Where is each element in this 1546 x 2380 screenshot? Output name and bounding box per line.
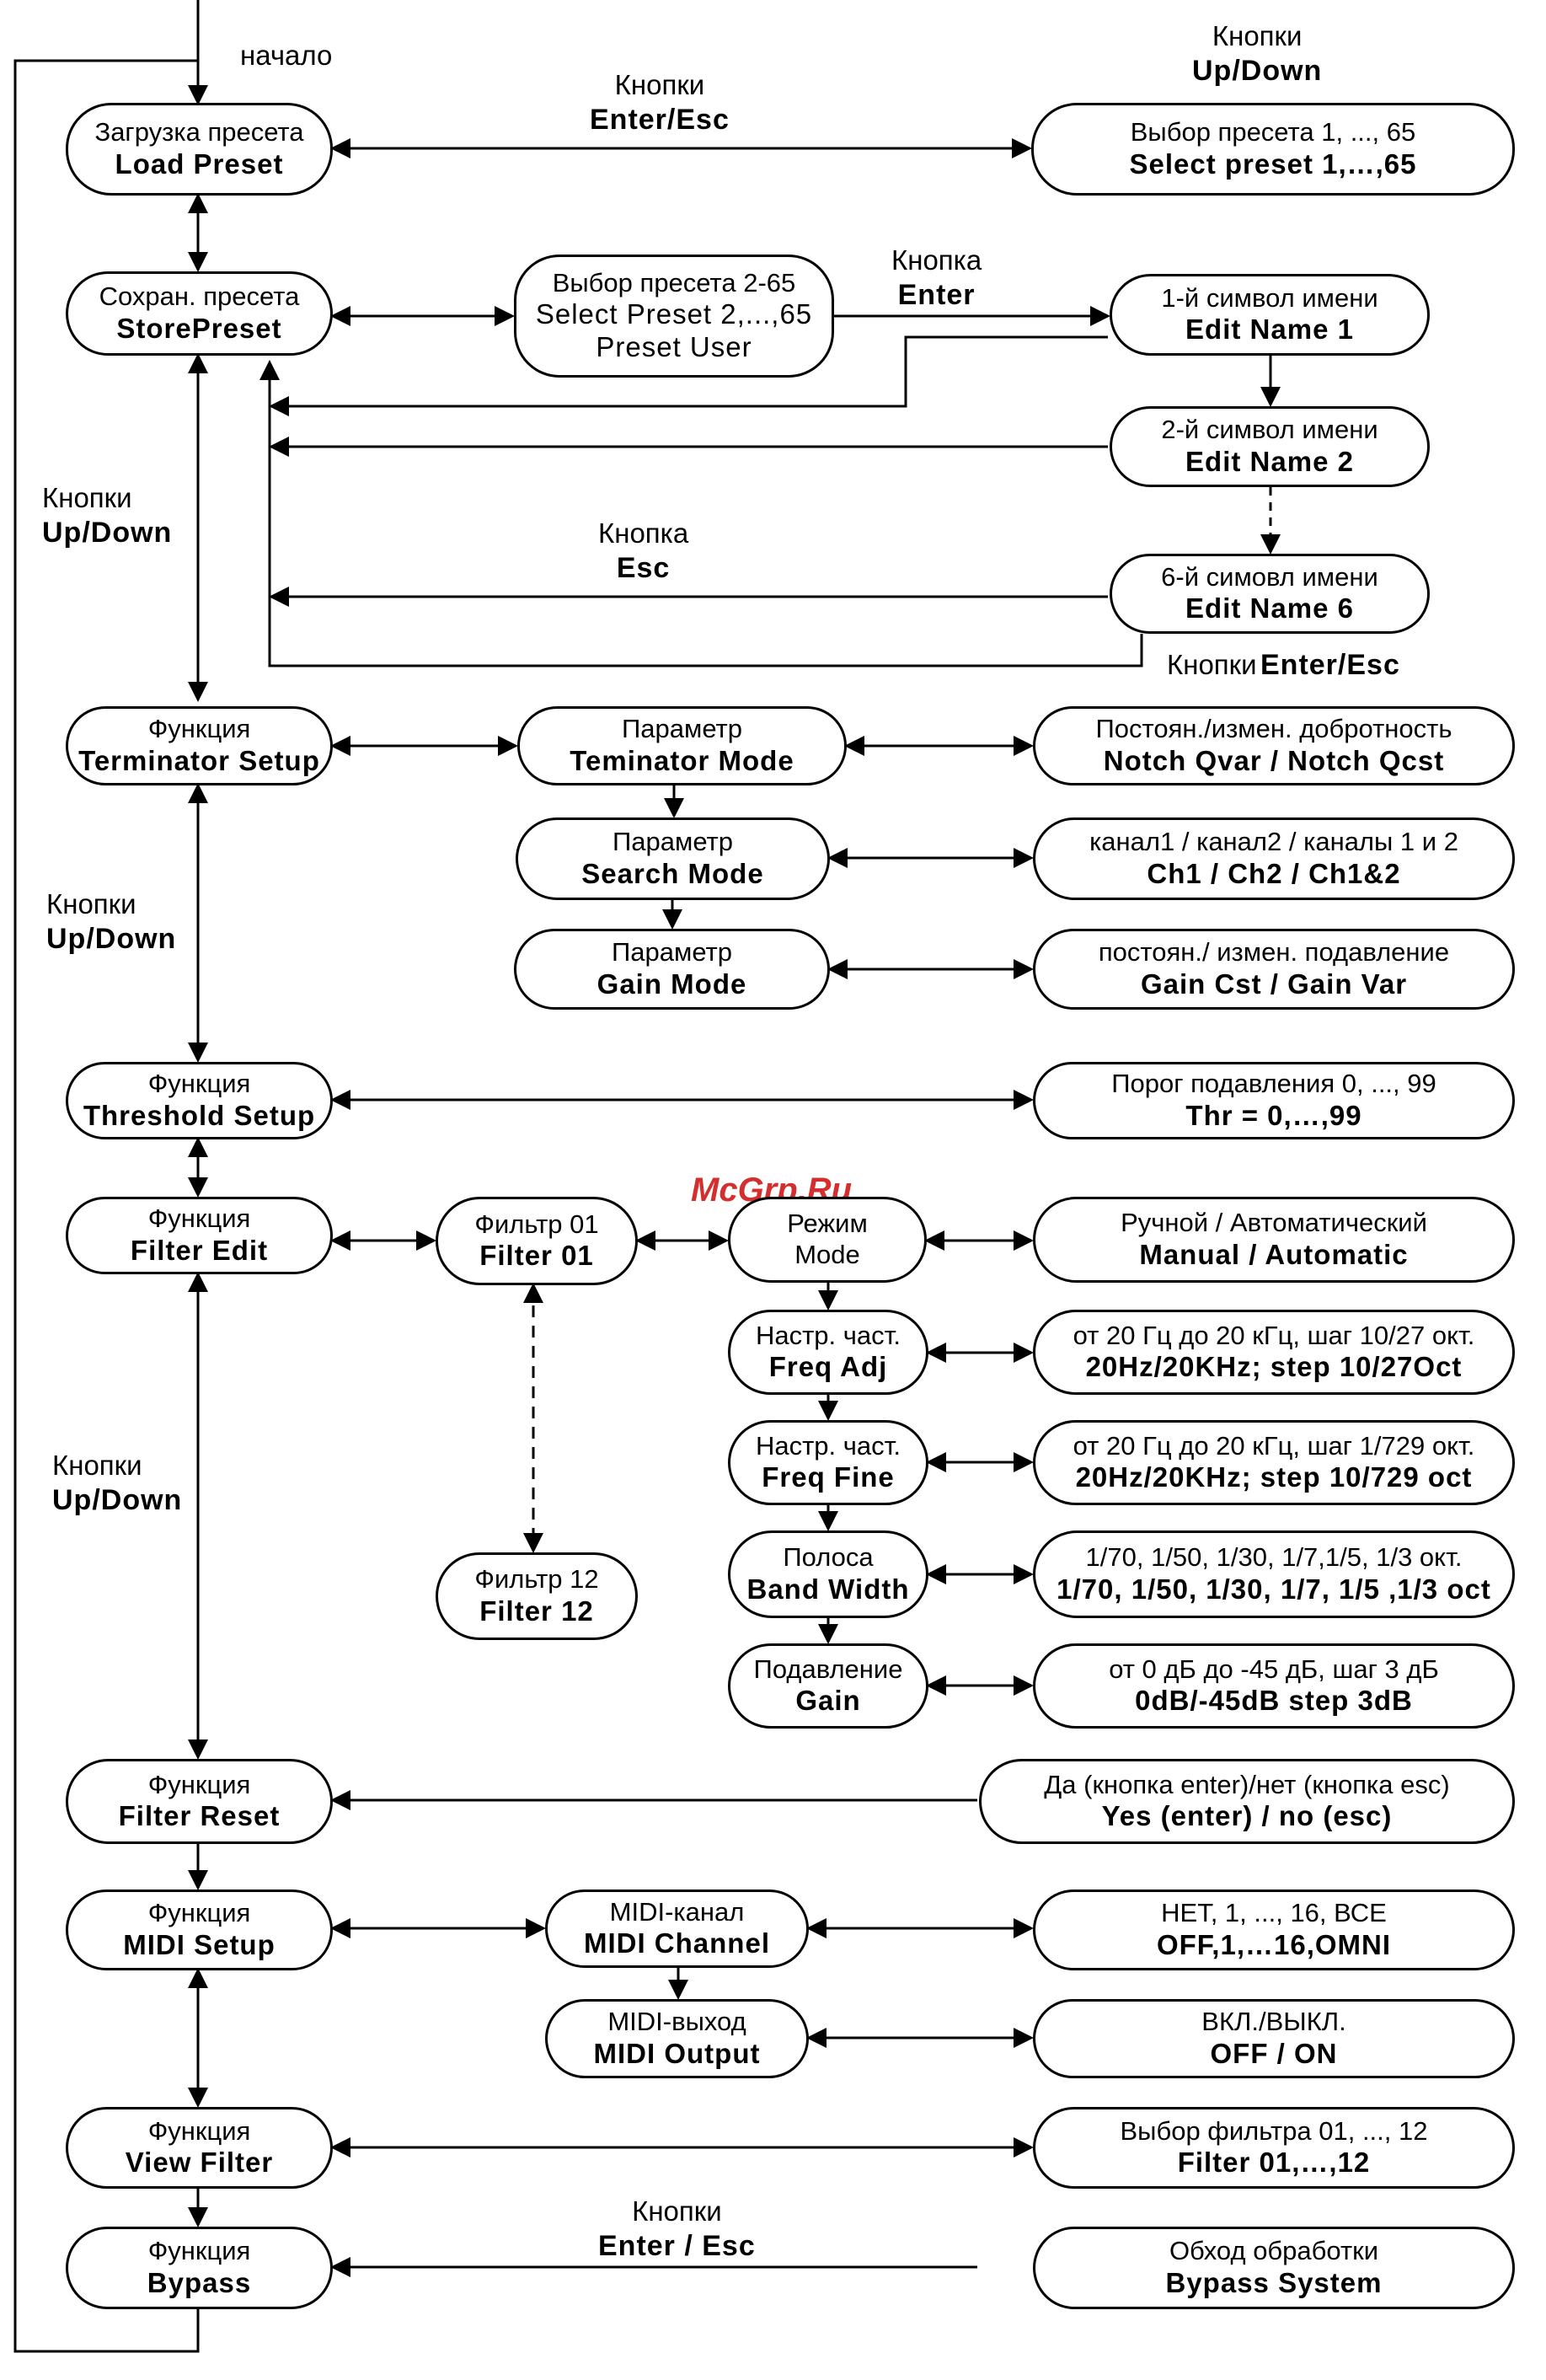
outer-loop-line bbox=[13, 59, 200, 2353]
start-label: начало bbox=[240, 40, 333, 71]
return-enter-esc bbox=[259, 360, 1143, 667]
freq-adj-node: Настр. част.Freq Adj bbox=[728, 1310, 928, 1395]
label-enter-esc-mid: Кнопки Enter/Esc bbox=[1167, 649, 1400, 681]
return-editname1 bbox=[269, 335, 1108, 416]
select-preset-user-node: Выбор пресета 2-65 Select Preset 2,...,6… bbox=[514, 255, 834, 378]
freq-adj-range-node: от 20 Гц до 20 кГц, шаг 10/27 окт.20Hz/2… bbox=[1033, 1310, 1515, 1395]
freq-fine-range-node: от 20 Гц до 20 кГц, шаг 1/729 окт.20Hz/2… bbox=[1033, 1420, 1515, 1505]
freq-fine-node: Настр. част.Freq Fine bbox=[728, 1420, 928, 1505]
band-width-values-node: 1/70, 1/50, 1/30, 1/7,1/5, 1/3 окт.1/70,… bbox=[1033, 1530, 1515, 1618]
yes-no-node: Да (кнопка enter)/нет (кнопка esc)Yes (e… bbox=[979, 1759, 1515, 1844]
on-off-node: ВКЛ./ВЫКЛ.OFF / ON bbox=[1033, 1999, 1515, 2078]
